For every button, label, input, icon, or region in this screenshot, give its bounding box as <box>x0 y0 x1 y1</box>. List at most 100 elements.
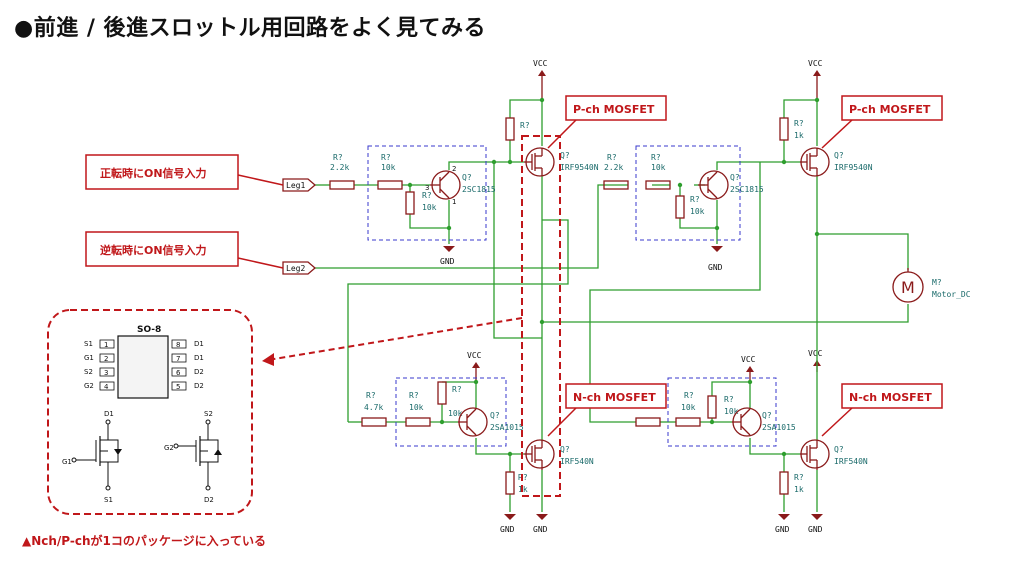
svg-text:Q?: Q? <box>560 151 570 160</box>
resistor-1k-a: R? 1k <box>779 117 804 141</box>
svg-text:R?: R? <box>452 385 462 394</box>
svg-text:GND: GND <box>440 257 455 266</box>
gnd-symbol-6: GND <box>808 514 823 534</box>
bjt-2sa1015-b: Q? 2SA1015 <box>732 407 796 437</box>
resistor-10k-g: R? 10k <box>675 391 701 427</box>
gnd-symbol-1: GND <box>440 246 455 266</box>
svg-text:10k: 10k <box>724 407 739 416</box>
svg-text:Q?: Q? <box>560 445 570 454</box>
svg-text:6: 6 <box>176 369 181 377</box>
svg-text:R?: R? <box>794 473 804 482</box>
svg-text:10k: 10k <box>690 207 705 216</box>
page-title: ●前進 / 後進スロットル用回路をよく見てみる <box>14 16 487 41</box>
callout-nch-right: N-ch MOSFET <box>821 383 943 437</box>
svg-text:R?: R? <box>690 195 700 204</box>
vcc-symbol-left: VCC <box>533 59 548 100</box>
svg-text:D1: D1 <box>104 410 114 418</box>
svg-text:10k: 10k <box>651 163 666 172</box>
svg-text:D2: D2 <box>194 368 204 376</box>
svg-text:2SA1015: 2SA1015 <box>762 423 796 432</box>
svg-text:1k: 1k <box>794 485 804 494</box>
package-arrow <box>267 317 523 361</box>
vcc-symbol-right: VCC <box>808 59 823 100</box>
mosfet-irf540n-a: Q? IRF540N <box>524 439 594 470</box>
svg-text:R?: R? <box>333 153 343 162</box>
svg-text:5: 5 <box>176 383 180 391</box>
bjt-2sc1815-a: Q? 2SC1815 321 <box>425 165 496 206</box>
svg-text:1: 1 <box>104 341 108 349</box>
footer-note: ▲Nch/P-chが1コのパッケージに入っている <box>22 533 266 548</box>
mosfet-irf9540n-a: Q? IRF9540N <box>524 147 599 177</box>
svg-text:10k: 10k <box>409 403 424 412</box>
resistor-10k-e: R? 10k <box>405 391 431 427</box>
svg-text:P-ch MOSFET: P-ch MOSFET <box>849 103 931 116</box>
svg-text:IRF9540N: IRF9540N <box>834 163 873 172</box>
bjt-2sc1815-b: Q? 2SC1815 <box>698 170 764 200</box>
resistor-2k2-a: R? 2.2k <box>329 153 355 190</box>
nch-mosfet-symbol: D1 G1 S1 <box>62 410 122 504</box>
callout-reverse-input: 逆転時にON信号入力 <box>85 231 284 269</box>
arrow-head-icon <box>262 353 274 366</box>
svg-text:2.2k: 2.2k <box>330 163 349 172</box>
pch-mosfet-symbol: S2 G2 D2 <box>164 410 222 504</box>
resistor-10k-d: R? 10k <box>675 195 705 219</box>
svg-text:IRF540N: IRF540N <box>834 457 868 466</box>
so8-package: SO-8 S1 1 G1 2 S2 3 G2 4 8 D1 7 D1 6 <box>84 325 204 399</box>
svg-text:R?: R? <box>409 391 419 400</box>
svg-text:S2: S2 <box>84 368 93 376</box>
svg-text:2SC1815: 2SC1815 <box>462 185 496 194</box>
resistor-10k-b: R? 10k <box>405 191 437 215</box>
callout-pch-left: P-ch MOSFET <box>547 95 667 149</box>
svg-text:2SA1015: 2SA1015 <box>490 423 524 432</box>
vcc-symbol-mid: VCC <box>808 349 823 372</box>
svg-text:IRF9540N: IRF9540N <box>560 163 599 172</box>
svg-text:Q?: Q? <box>834 445 844 454</box>
svg-text:1k: 1k <box>794 131 804 140</box>
svg-text:VCC: VCC <box>741 355 756 364</box>
svg-text:GND: GND <box>533 525 548 534</box>
driver-box-2 <box>635 145 741 241</box>
svg-text:Q?: Q? <box>762 411 772 420</box>
svg-text:M?: M? <box>932 278 942 287</box>
mosfet-irf540n-b: Q? IRF540N <box>800 439 868 470</box>
gnd-symbol-2: GND <box>708 246 723 272</box>
resistor-pullup-a: R? <box>505 117 530 141</box>
resistor-4k7: R? 4.7k <box>361 391 387 427</box>
svg-text:GND: GND <box>775 525 790 534</box>
svg-text:VCC: VCC <box>808 59 823 68</box>
svg-text:D2: D2 <box>204 496 214 504</box>
package-frame <box>47 309 253 515</box>
svg-text:3: 3 <box>425 184 429 192</box>
svg-text:G2: G2 <box>84 382 94 390</box>
callout-pch-right: P-ch MOSFET <box>821 95 943 149</box>
svg-text:N-ch MOSFET: N-ch MOSFET <box>573 391 656 404</box>
svg-text:R?: R? <box>724 395 734 404</box>
resistor-10k-f: R? 10k <box>437 381 463 418</box>
svg-text:4: 4 <box>104 383 109 391</box>
svg-text:3: 3 <box>104 369 108 377</box>
svg-text:10k: 10k <box>681 403 696 412</box>
svg-text:正転時にON信号入力: 正転時にON信号入力 <box>100 166 207 180</box>
svg-text:D1: D1 <box>194 354 204 362</box>
callout-forward-input: 正転時にON信号入力 <box>85 154 284 190</box>
driver-box-1 <box>367 145 487 241</box>
svg-text:M: M <box>901 278 915 297</box>
driver-box-3 <box>395 377 507 447</box>
svg-text:D1: D1 <box>194 340 204 348</box>
svg-text:VCC: VCC <box>533 59 548 68</box>
motor-dc: M M? Motor_DC <box>892 268 971 303</box>
complementary-pair-highlight <box>521 135 561 497</box>
svg-text:4.7k: 4.7k <box>364 403 383 412</box>
resistor-plain <box>635 417 661 427</box>
svg-text:1: 1 <box>452 198 456 206</box>
bjt-2sa1015-a: Q? 2SA1015 <box>458 407 524 437</box>
svg-text:G2: G2 <box>164 444 174 452</box>
svg-text:R?: R? <box>366 391 376 400</box>
svg-text:R?: R? <box>651 153 661 162</box>
svg-text:GND: GND <box>500 525 515 534</box>
net-label-leg2: Leg2 <box>282 261 316 275</box>
svg-text:10k: 10k <box>381 163 396 172</box>
svg-text:8: 8 <box>176 341 180 349</box>
resistor-2k2-b: R? 2.2k <box>603 153 629 190</box>
svg-text:S1: S1 <box>84 340 93 348</box>
